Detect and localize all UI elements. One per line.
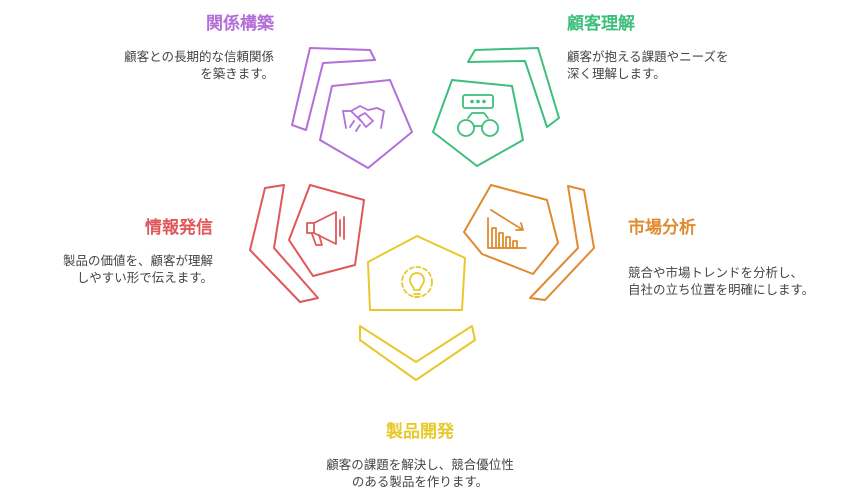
segment-product [359, 235, 476, 381]
chevron-info [249, 184, 319, 303]
desc-customer: 顧客が抱える課題やニーズを 深く理解します。 [567, 48, 729, 82]
chevron-customer [467, 47, 560, 128]
segment-customer [432, 47, 560, 167]
segment-market [463, 184, 595, 301]
chevron-relationship [291, 47, 376, 131]
pentagon-market [463, 184, 559, 275]
declining-bar-chart-icon [487, 209, 527, 249]
pentagon-relationship [319, 79, 413, 169]
pentagon-info [288, 184, 365, 277]
desc-market: 競合や市場トレンドを分析し、 自社の立ち位置を明確にします。 [628, 264, 814, 298]
pentagon-customer [432, 79, 524, 167]
desc-info: 製品の価値を、顧客が理解 しやすい形で伝えます。 [63, 252, 213, 286]
title-info: 情報発信 [145, 218, 213, 238]
title-market: 市場分析 [628, 218, 696, 238]
desc-relationship-line1: 顧客との長期的な信頼関係 [124, 49, 274, 64]
desc-market-line1: 競合や市場トレンドを分析し、 [628, 265, 804, 280]
desc-relationship-line2: を築きます。 [200, 66, 274, 81]
desc-product-line1: 顧客の課題を解決し、競合優位性 [326, 457, 514, 472]
title-product: 製品開発 [386, 422, 454, 442]
megaphone-icon [306, 211, 345, 246]
title-customer: 顧客理解 [567, 14, 635, 34]
desc-info-line2: しやすい形で伝えます。 [76, 270, 213, 285]
chevron-product [359, 325, 476, 381]
segment-info [249, 184, 365, 303]
desc-customer-line2: 深く理解します。 [567, 66, 666, 81]
pentagon-product [367, 235, 466, 311]
title-relationship: 関係構築 [206, 14, 274, 34]
desc-product: 顧客の課題を解決し、競合優位性 のある製品を作ります。 [0, 456, 840, 490]
lightbulb-gear-icon [401, 266, 433, 298]
desc-customer-line1: 顧客が抱える課題やニーズを [567, 49, 729, 64]
desc-product-line2: のある製品を作ります。 [351, 474, 489, 489]
desc-info-line1: 製品の価値を、顧客が理解 [62, 253, 213, 268]
handshake-icon [342, 105, 385, 132]
binoculars-icon [457, 94, 499, 137]
chevron-market [529, 185, 595, 301]
segment-relationship [291, 47, 413, 169]
desc-market-line2: 自社の立ち位置を明確にします。 [628, 282, 815, 297]
desc-relationship: 顧客との長期的な信頼関係 を築きます。 [124, 48, 274, 82]
